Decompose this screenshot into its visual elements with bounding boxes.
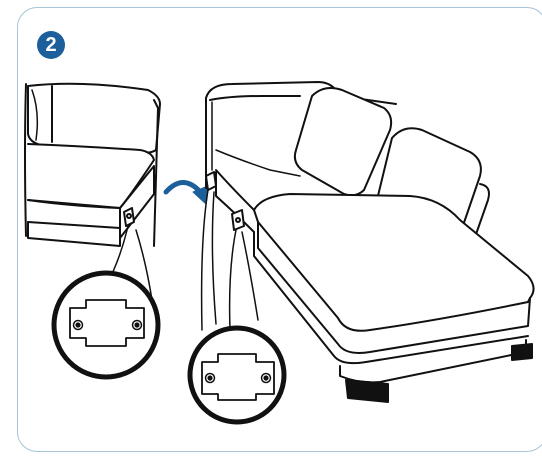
step-number-badge: 2 xyxy=(37,31,65,59)
screw-icon xyxy=(72,319,84,331)
left-sofa-module xyxy=(24,82,161,301)
right-zoom-circle xyxy=(187,325,287,425)
right-chaise-module xyxy=(200,81,535,403)
screw-icon xyxy=(131,319,143,331)
screw-icon xyxy=(260,372,272,384)
curved-arrow-icon xyxy=(163,180,209,205)
left-zoom-circle xyxy=(51,270,161,380)
instruction-panel xyxy=(17,7,542,452)
screw-icon xyxy=(204,372,216,384)
